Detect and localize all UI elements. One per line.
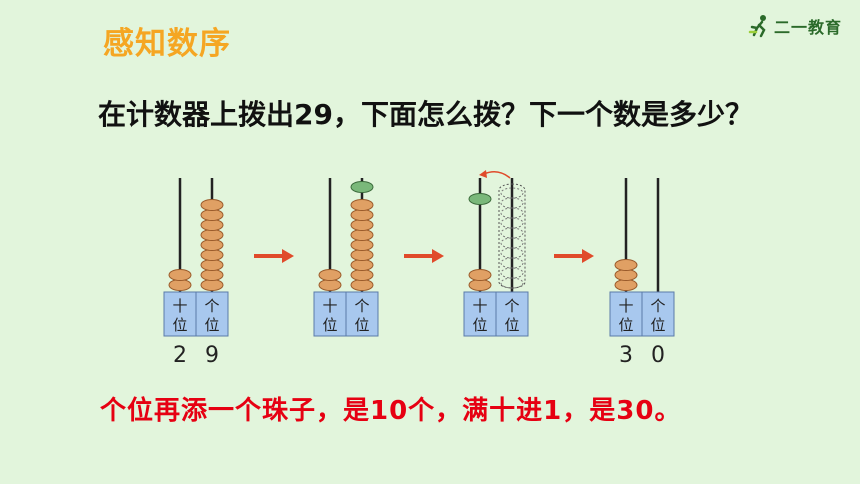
- svg-text:十: 十: [472, 297, 487, 315]
- svg-text:位: 位: [354, 316, 369, 334]
- question-text: 在计数器上拨出29，下面怎么拨？下一个数是多少？: [98, 98, 753, 131]
- abacus-step-1: 十 位 个 位: [160, 174, 240, 344]
- logo-text: 二一教育: [774, 18, 843, 37]
- svg-text:个: 个: [504, 297, 519, 315]
- end-tens-digit: 3: [619, 343, 633, 368]
- tens-label-bottom: 位: [172, 316, 187, 334]
- svg-text:位: 位: [650, 316, 665, 334]
- added-bead: [350, 181, 374, 193]
- abacus-step-2: 十 位 个 位: [310, 174, 390, 344]
- svg-text:十: 十: [618, 297, 633, 315]
- carried-bead: [468, 193, 492, 205]
- arrow-right-icon: [254, 249, 294, 263]
- slide-title: 感知数序: [103, 26, 231, 62]
- svg-text:位: 位: [504, 316, 519, 334]
- arrow-right-icon: [554, 249, 594, 263]
- svg-text:位: 位: [322, 316, 337, 334]
- running-figure-icon: [748, 15, 766, 38]
- abacus-step-3: 十 位 个 位: [460, 168, 540, 344]
- svg-text:位: 位: [618, 316, 633, 334]
- logo: 二一教育: [748, 14, 842, 38]
- start-tens-digit: 2: [173, 343, 187, 368]
- svg-text:十: 十: [322, 297, 337, 315]
- arrow-right-icon: [404, 249, 444, 263]
- end-ones-digit: 0: [651, 343, 665, 368]
- svg-text:位: 位: [472, 316, 487, 334]
- abacus-step-4: 十 位 个 位: [606, 174, 686, 344]
- ones-label-top: 个: [204, 297, 219, 315]
- answer-text: 个位再添一个珠子，是10个，满十进1，是30。: [100, 396, 682, 426]
- svg-text:个: 个: [354, 297, 369, 315]
- svg-text:个: 个: [650, 297, 665, 315]
- tens-beads: [168, 269, 192, 291]
- ones-beads: [200, 199, 224, 291]
- ones-label-bottom: 位: [204, 316, 219, 334]
- start-ones-digit: 9: [205, 343, 219, 368]
- carry-arrow-icon: [483, 171, 511, 179]
- tens-label-top: 十: [172, 297, 187, 315]
